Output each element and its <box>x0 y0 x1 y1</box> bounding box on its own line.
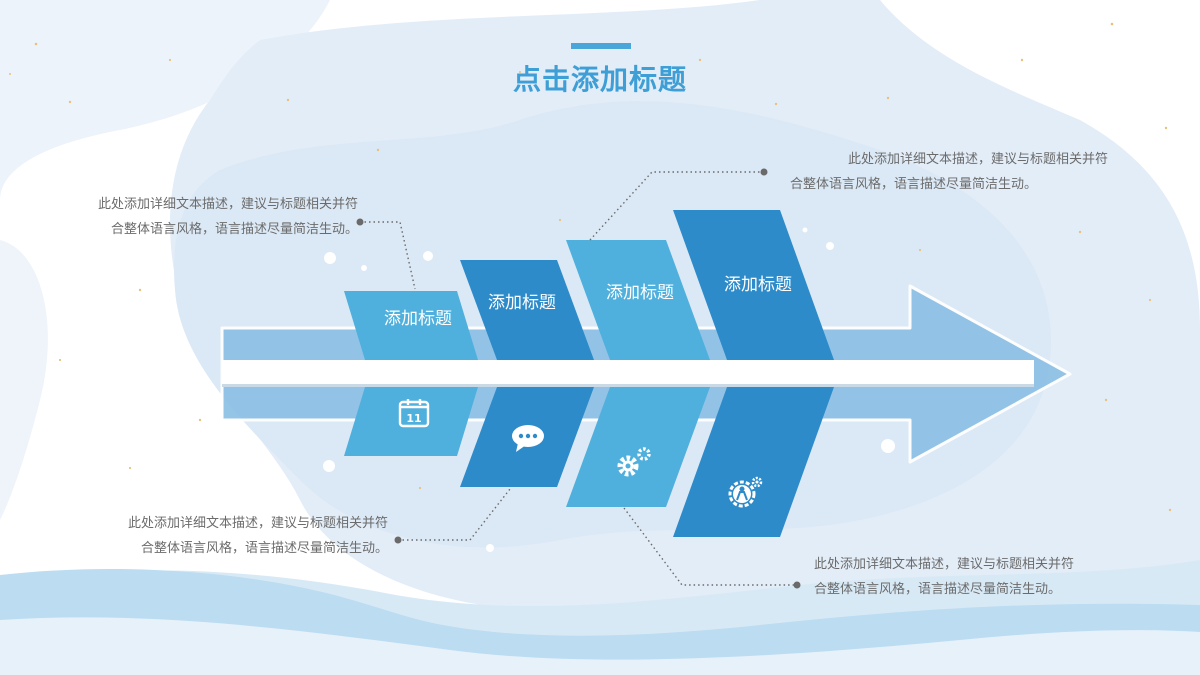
description-line: 合整体语言风格，语言描述尽量简洁生动。 <box>110 222 358 237</box>
description-line: 此处添加详细文本描述，建议与标题相关并符 <box>847 152 1108 167</box>
description-line: 合整体语言风格，语言描述尽量简洁生动。 <box>140 541 388 556</box>
card-4-bottom[interactable] <box>673 387 834 537</box>
background-blob-left <box>0 0 330 200</box>
connector-3 <box>398 488 511 541</box>
background-blob-far-left <box>0 240 48 520</box>
description-line: 合整体语言风格，语言描述尽量简洁生动。 <box>814 582 1062 597</box>
connector-2 <box>589 171 764 241</box>
sparkle-dots <box>9 22 1172 512</box>
description-bottom-right: 此处添加详细文本描述，建议与标题相关并符 合整体语言风格，语言描述尽量简洁生动。 <box>806 552 1136 602</box>
description-line: 合整体语言风格，语言描述尽量简洁生动。 <box>790 177 1038 192</box>
connector-1 <box>360 221 416 290</box>
description-line: 此处添加详细文本描述，建议与标题相关并符 <box>127 516 388 531</box>
slide-title: 点击添加标题 <box>512 63 687 96</box>
connector-dots <box>356 168 801 589</box>
wave-front <box>0 617 1200 675</box>
gears-icon <box>617 447 651 477</box>
calendar-icon: 11 <box>398 399 430 428</box>
card-4-label: 添加标题 <box>724 275 792 295</box>
description-bottom-left: 此处添加详细文本描述，建议与标题相关并符 合整体语言风格，语言描述尽量简洁生动。 <box>70 511 388 561</box>
connector-lines <box>360 171 797 586</box>
connector-4 <box>623 507 797 586</box>
card-3-top[interactable] <box>566 240 710 360</box>
card-3-label: 添加标题 <box>606 283 674 303</box>
card-1-bottom[interactable] <box>344 387 478 456</box>
description-line: 此处添加详细文本描述，建议与标题相关并符 <box>814 557 1075 572</box>
arrow-center-bar <box>222 360 1034 386</box>
card-1-top[interactable] <box>344 291 478 360</box>
card-1-label: 添加标题 <box>384 309 452 329</box>
card-2-top[interactable] <box>460 260 594 360</box>
title-accent-bar <box>571 43 631 49</box>
card-4-top[interactable] <box>673 210 834 360</box>
description-top-left: 此处添加详细文本描述，建议与标题相关并符 合整体语言风格，语言描述尽量简洁生动。 <box>40 192 358 242</box>
description-line: 此处添加详细文本描述，建议与标题相关并符 <box>97 197 358 212</box>
arrow-center-bar-shadow <box>222 384 1034 387</box>
bubble-dots <box>323 227 895 552</box>
person-gear-icon <box>728 476 763 508</box>
description-top-right: 此处添加详细文本描述，建议与标题相关并符 合整体语言风格，语言描述尽量简洁生动。 <box>778 147 1108 197</box>
chat-bubble-icon <box>512 425 544 452</box>
card-3-bottom[interactable] <box>566 387 710 507</box>
calendar-icon-day: 11 <box>406 412 421 425</box>
card-2-label: 添加标题 <box>488 293 556 313</box>
